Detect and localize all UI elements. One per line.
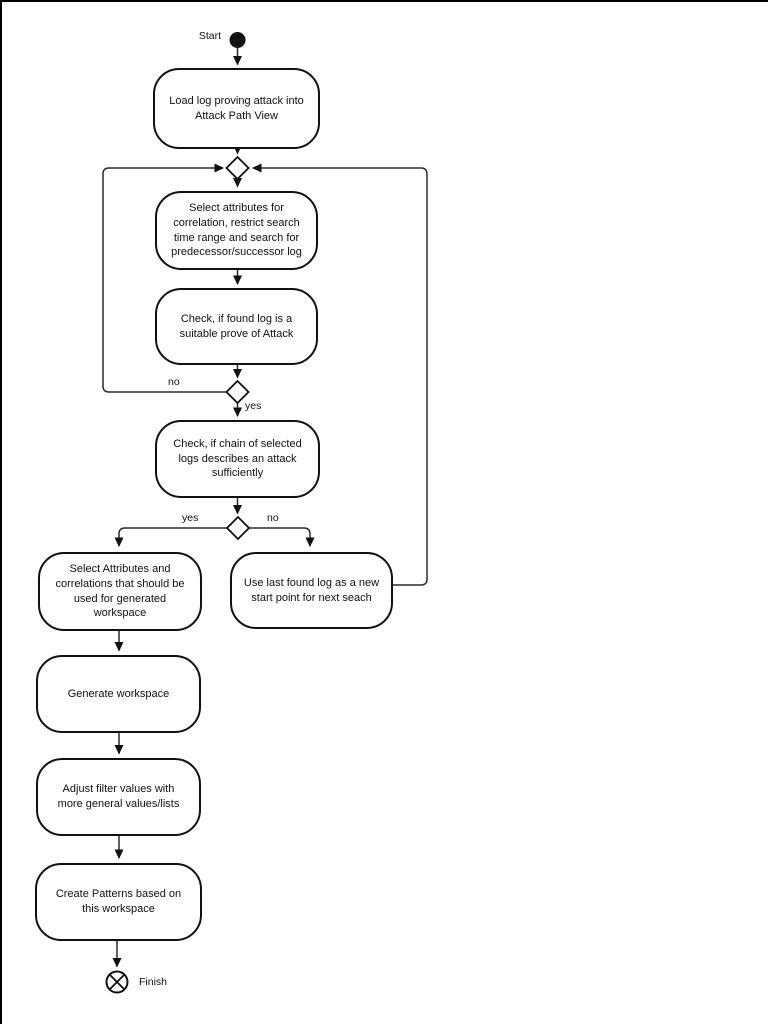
edge-decision3-yes-branch bbox=[114, 527, 227, 547]
edge-decision2-no-loopback bbox=[102, 163, 227, 393]
action-node-check-chain: Check, if chain of selected logs describ… bbox=[155, 420, 320, 498]
finish-node-icon bbox=[105, 970, 129, 994]
page-left-border bbox=[0, 0, 2, 1024]
edge-label-decision3-yes: yes bbox=[182, 512, 199, 524]
edge-use-last-log-loopback bbox=[252, 163, 428, 586]
edge-decision3-no-branch bbox=[249, 527, 315, 547]
action-node-select-attributes-correlation: Select attributes for correlation, restr… bbox=[155, 191, 318, 270]
decision-diamond-chain-sufficient bbox=[225, 515, 251, 541]
edge-label-decision3-no: no bbox=[267, 512, 279, 524]
action-node-use-last-found-log: Use last found log as a new start point … bbox=[230, 552, 393, 629]
action-node-adjust-filter-values: Adjust filter values with more general v… bbox=[36, 758, 201, 836]
merge-diamond bbox=[225, 155, 250, 181]
action-node-load-log: Load log proving attack into Attack Path… bbox=[153, 68, 320, 149]
action-node-check-found-log: Check, if found log is a suitable prove … bbox=[155, 288, 318, 365]
edge-label-decision2-yes: yes bbox=[245, 400, 262, 412]
action-node-select-attributes-workspace: Select Attributes and correlations that … bbox=[38, 552, 202, 631]
action-node-create-patterns: Create Patterns based on this workspace bbox=[35, 863, 202, 941]
start-node-icon bbox=[229, 32, 246, 48]
finish-label: Finish bbox=[139, 976, 168, 988]
decision-diamond-suitable-prove bbox=[225, 379, 250, 405]
page-top-border bbox=[0, 0, 768, 2]
start-label: Start bbox=[198, 30, 221, 42]
action-node-generate-workspace: Generate workspace bbox=[36, 655, 201, 733]
edge-label-decision2-no: no bbox=[168, 376, 180, 388]
